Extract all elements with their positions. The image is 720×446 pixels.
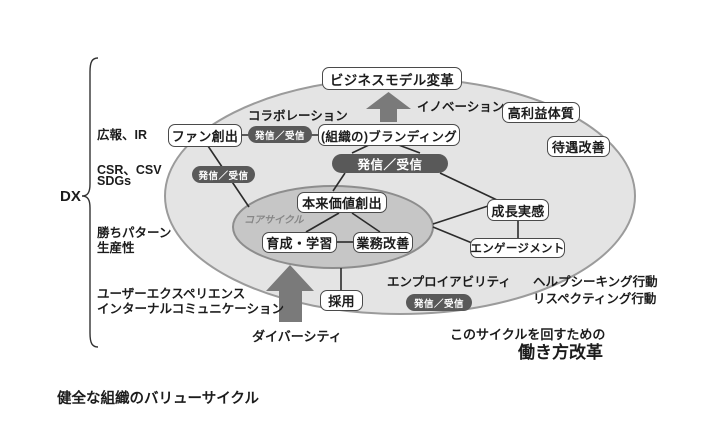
node-engagement: エンゲージメント bbox=[470, 238, 565, 258]
node-improvement: 業務改善 bbox=[353, 232, 413, 253]
node-treatment: 待遇改善 bbox=[547, 136, 610, 157]
label-workstyle-line2: 働き方改革 bbox=[518, 343, 603, 362]
diversity-arrow bbox=[266, 265, 314, 322]
label-respecting: リスペクティング行動 bbox=[533, 292, 657, 306]
node-learning: 育成・学習 bbox=[262, 232, 337, 253]
label-help-seeking: ヘルプシーキング行動 bbox=[533, 275, 658, 289]
label-collaboration: コラボレーション bbox=[248, 109, 348, 123]
node-branding: (組織の)ブランディング bbox=[318, 124, 460, 146]
innovation-arrow bbox=[366, 92, 411, 122]
label-diversity: ダイバーシティ bbox=[252, 329, 342, 344]
label-core-cycle: コアサイクル bbox=[244, 215, 304, 226]
line-ellipse-to-engagement bbox=[432, 226, 473, 244]
label-workstyle-line1: このサイクルを回すための bbox=[450, 327, 606, 342]
left-item-csr-csv: CSR、CSV bbox=[97, 163, 162, 177]
left-item-productivity: 生産性 bbox=[97, 241, 135, 255]
dx-brace bbox=[81, 57, 99, 348]
pill-send-receive-left: 発信／受信 bbox=[192, 166, 255, 183]
node-growth: 成長実感 bbox=[487, 199, 549, 221]
left-item-user-experience: ユーザーエクスペリエンス bbox=[97, 287, 246, 301]
node-high-profit: 高利益体質 bbox=[502, 102, 580, 123]
label-innovation: イノベーション bbox=[417, 100, 505, 114]
line-core-value-to-learning bbox=[305, 212, 340, 233]
left-item-pr-ir: 広報、IR bbox=[97, 128, 148, 142]
node-business-model: ビジネスモデル変革 bbox=[322, 67, 462, 90]
line-core-value-to-improvement bbox=[351, 212, 381, 233]
node-core-value: 本来価値創出 bbox=[297, 192, 387, 213]
pill-send-receive-top: 発信／受信 bbox=[248, 126, 312, 143]
line-pill-to-core-value bbox=[332, 172, 346, 192]
line-pill-to-growth bbox=[439, 172, 498, 201]
diagram-caption: 健全な組織のバリューサイクル bbox=[57, 391, 259, 407]
node-recruiting: 採用 bbox=[320, 290, 363, 311]
left-item-internal-communication: インターナルコミュニケーション bbox=[97, 302, 285, 316]
pill-send-receive-bottom: 発信／受信 bbox=[406, 294, 472, 311]
label-dx: DX bbox=[60, 188, 81, 205]
left-item-sdgs: SDGs bbox=[97, 174, 132, 188]
label-employability: エンプロイアビリティ bbox=[387, 275, 511, 289]
pill-send-receive-center: 発信／受信 bbox=[332, 154, 448, 173]
node-fan-creation: ファン創出 bbox=[168, 124, 242, 147]
line-ellipse-to-growth bbox=[432, 205, 489, 225]
left-item-win-pattern: 勝ちパターン bbox=[97, 226, 172, 240]
